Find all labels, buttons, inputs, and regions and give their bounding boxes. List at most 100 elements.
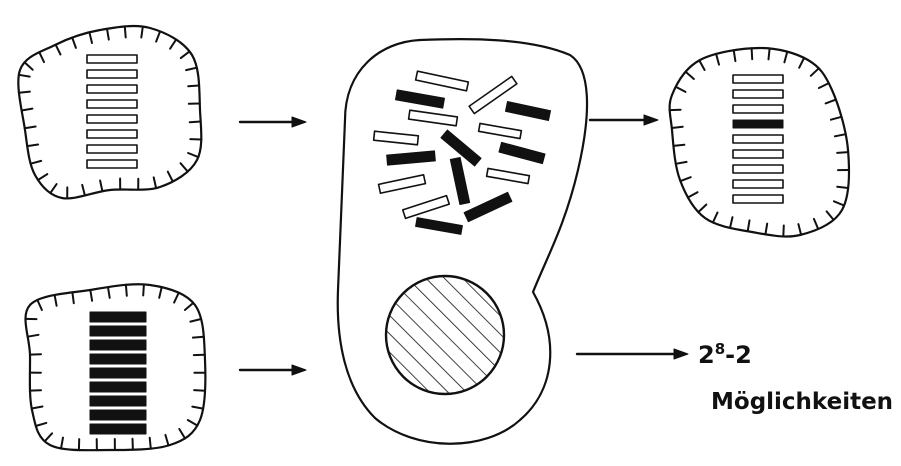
spike [680,177,690,181]
spike [769,49,770,60]
spike [72,292,73,303]
spike [31,161,42,164]
hatched-nucleus [386,276,504,394]
spike [32,407,43,409]
mixed-chromosome [416,71,469,91]
cell-bottom-left-black-chromosome [90,424,146,434]
spike [37,300,42,310]
formula-base: 2 [698,341,715,369]
spike [170,40,176,49]
cell-right-white-chromosome [733,90,783,98]
formula-exponent: 8 [715,340,725,358]
cell-bottom-left-black-chromosome [90,326,146,336]
caption-label: Möglichkeiten [711,389,893,415]
spike [55,295,57,306]
spike [82,185,85,196]
spike [188,420,198,426]
arrow-bottom-right-head [674,349,688,359]
arrow-top-left-head [292,117,306,127]
cell-top-left-white-chromosome [87,100,137,108]
cell-top-left-spikes [19,26,202,198]
cell-top-left [18,26,201,198]
spike [39,52,44,62]
mixed-chromosome [416,218,463,235]
spike [159,287,162,298]
spike [38,174,47,180]
mixed-chromosome [387,151,436,165]
spike [19,92,30,93]
spike [150,438,151,449]
spike [837,152,848,153]
spike [25,62,33,69]
spike [673,145,684,146]
cell-bottom-left-black-chromosome [90,382,146,392]
spike [107,29,109,40]
spike [831,117,842,120]
spike [19,75,30,77]
spike [165,435,168,446]
spike [185,303,193,310]
mixed-chromosome [403,196,450,219]
spike [125,26,126,37]
mixed-chromosome [450,157,469,204]
spike [154,177,156,188]
spike [752,48,753,59]
cell-top-left-white-chromosome [87,70,137,78]
spike [56,45,61,55]
spike [765,224,767,235]
arrow-top-right-head [644,115,658,125]
spike [686,72,694,79]
mixed-chromosome [479,123,522,138]
spike [748,220,750,231]
cell-top-left-white-chromosome [87,130,137,138]
cell-right-white-chromosome [733,105,783,113]
arrow-bottom-left-head [292,365,306,375]
cell-bottom-left-black-chromosome [90,312,146,322]
cell-bottom-left-black-chromosome [90,368,146,378]
cell-top-left-white-chromosome [87,85,137,93]
cell-top-left-white-chromosome [87,160,137,168]
mixed-chromosome [374,131,419,145]
formula-rest: -2 [725,341,752,369]
spike [141,27,143,38]
mixed-chromosome [464,192,512,221]
mixed-chromosome [505,102,550,121]
cell-bottom-left-black-chromosome [90,354,146,364]
spike [45,433,53,441]
cell-right-black-chromosome [733,120,783,128]
spike [784,52,787,63]
spike [188,153,198,157]
spike [61,438,63,449]
spike [837,187,848,188]
cell-right-white-chromosome [733,75,783,83]
spike [25,127,36,129]
cell-bottom-left-black-chromosome [90,410,146,420]
cell-right-white-chromosome [733,195,783,203]
spike [676,162,687,164]
spike [799,58,804,68]
cell-right-white-chromosome [733,150,783,158]
spike [672,127,683,128]
spike [734,50,736,61]
spike [181,51,190,58]
cell-top-left-white-chromosome [87,115,137,123]
formula-label: 28-2 [698,340,752,369]
spike [126,285,127,296]
spike [819,83,829,88]
spike [194,390,205,391]
spike [699,60,704,70]
spike [108,287,110,298]
spike [716,54,719,65]
spike [168,172,173,182]
spike [100,181,102,192]
spike [834,201,844,205]
cell-right-white-chromosome [733,135,783,143]
spike [192,407,203,409]
spike [676,87,686,92]
spike [827,211,834,220]
spike [826,100,836,104]
spike [730,217,733,228]
spike [72,38,76,48]
spike [193,337,204,338]
spike [190,319,201,322]
